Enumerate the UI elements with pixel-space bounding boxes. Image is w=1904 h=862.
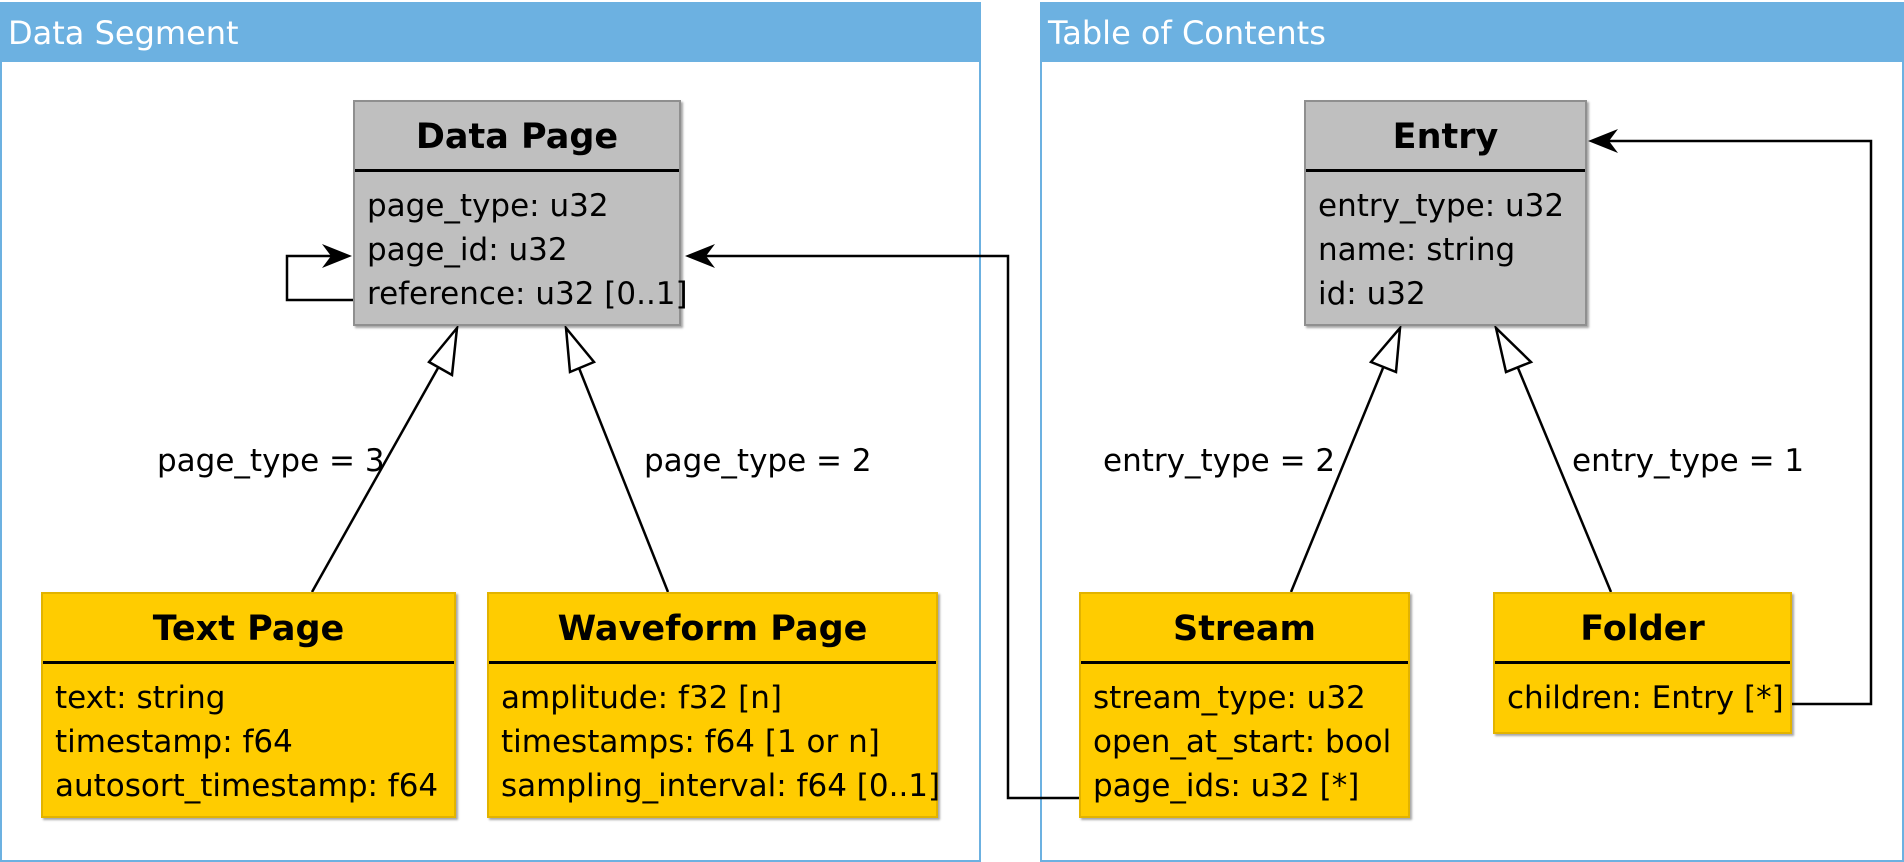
entry-title: Entry [1306, 102, 1585, 172]
attribute: children: Entry [*] [1507, 680, 1784, 716]
waveform-page-class: Waveform Page amplitude: f32 [n] timesta… [487, 592, 941, 818]
stream-title: Stream [1081, 594, 1408, 664]
data-page-attributes: page_type: u32 page_id: u32 reference: u… [355, 172, 688, 316]
attribute: stream_type: u32 [1093, 680, 1366, 716]
folder-title: Folder [1495, 594, 1790, 664]
data-page-class: Data Page page_type: u32 page_id: u32 re… [353, 100, 688, 326]
waveform-page-condition-label: page_type = 2 [644, 443, 872, 479]
entry-class: Entry entry_type: u32 name: string id: u… [1304, 100, 1587, 326]
folder-generalization-arrowhead [1493, 324, 1534, 374]
attribute: autosort_timestamp: f64 [55, 768, 439, 804]
attribute: open_at_start: bool [1093, 724, 1392, 760]
data-segment-title: Data Segment [2, 4, 979, 62]
attribute: timestamp: f64 [55, 724, 293, 760]
stream-generalization [1289, 367, 1385, 593]
text-page-class: Text Page text: string timestamp: f64 au… [41, 592, 456, 818]
stream-class: Stream stream_type: u32 open_at_start: b… [1079, 592, 1410, 818]
waveform-page-title: Waveform Page [489, 594, 936, 664]
self-reference-arrowhead [322, 244, 352, 268]
waveform-page-attributes: amplitude: f32 [n] timestamps: f64 [1 or… [489, 664, 941, 808]
attribute: name: string [1318, 232, 1516, 268]
attribute: timestamps: f64 [1 or n] [501, 724, 880, 760]
children-arrowhead [1588, 129, 1618, 153]
waveform-page-generalization-arrowhead [564, 324, 597, 374]
text-page-generalization-arrowhead [427, 323, 459, 378]
data-page-title: Data Page [355, 102, 679, 172]
attribute: text: string [55, 680, 226, 716]
attribute: page_id: u32 [367, 232, 568, 268]
folder-attributes: children: Entry [*] [1495, 664, 1790, 720]
table-of-contents-title: Table of Contents [1042, 4, 1902, 62]
attribute: reference: u32 [0..1] [367, 276, 688, 312]
attribute: amplitude: f32 [n] [501, 680, 782, 716]
entry-attributes: entry_type: u32 name: string id: u32 [1306, 172, 1585, 316]
folder-condition-label: entry_type = 1 [1572, 443, 1805, 479]
attribute: id: u32 [1318, 276, 1426, 312]
folder-class: Folder children: Entry [*] [1493, 592, 1792, 734]
children-connector [1608, 139, 1873, 706]
attribute: page_type: u32 [367, 188, 609, 224]
text-page-attributes: text: string timestamp: f64 autosort_tim… [43, 664, 454, 808]
waveform-page-generalization [577, 367, 670, 593]
stream-attributes: stream_type: u32 open_at_start: bool pag… [1081, 664, 1408, 808]
text-page-condition-label: page_type = 3 [157, 443, 385, 479]
attribute: sampling_interval: f64 [0..1] [501, 768, 941, 804]
stream-condition-label: entry_type = 2 [1103, 443, 1336, 479]
text-page-title: Text Page [43, 594, 454, 664]
folder-generalization [1516, 367, 1613, 593]
attribute: page_ids: u32 [*] [1093, 768, 1360, 804]
self-reference-connector [285, 254, 355, 302]
text-page-generalization [310, 367, 440, 593]
page-ids-connector [705, 254, 1080, 800]
stream-generalization-arrowhead [1368, 324, 1402, 374]
attribute: entry_type: u32 [1318, 188, 1565, 224]
page-ids-arrowhead [685, 244, 715, 268]
